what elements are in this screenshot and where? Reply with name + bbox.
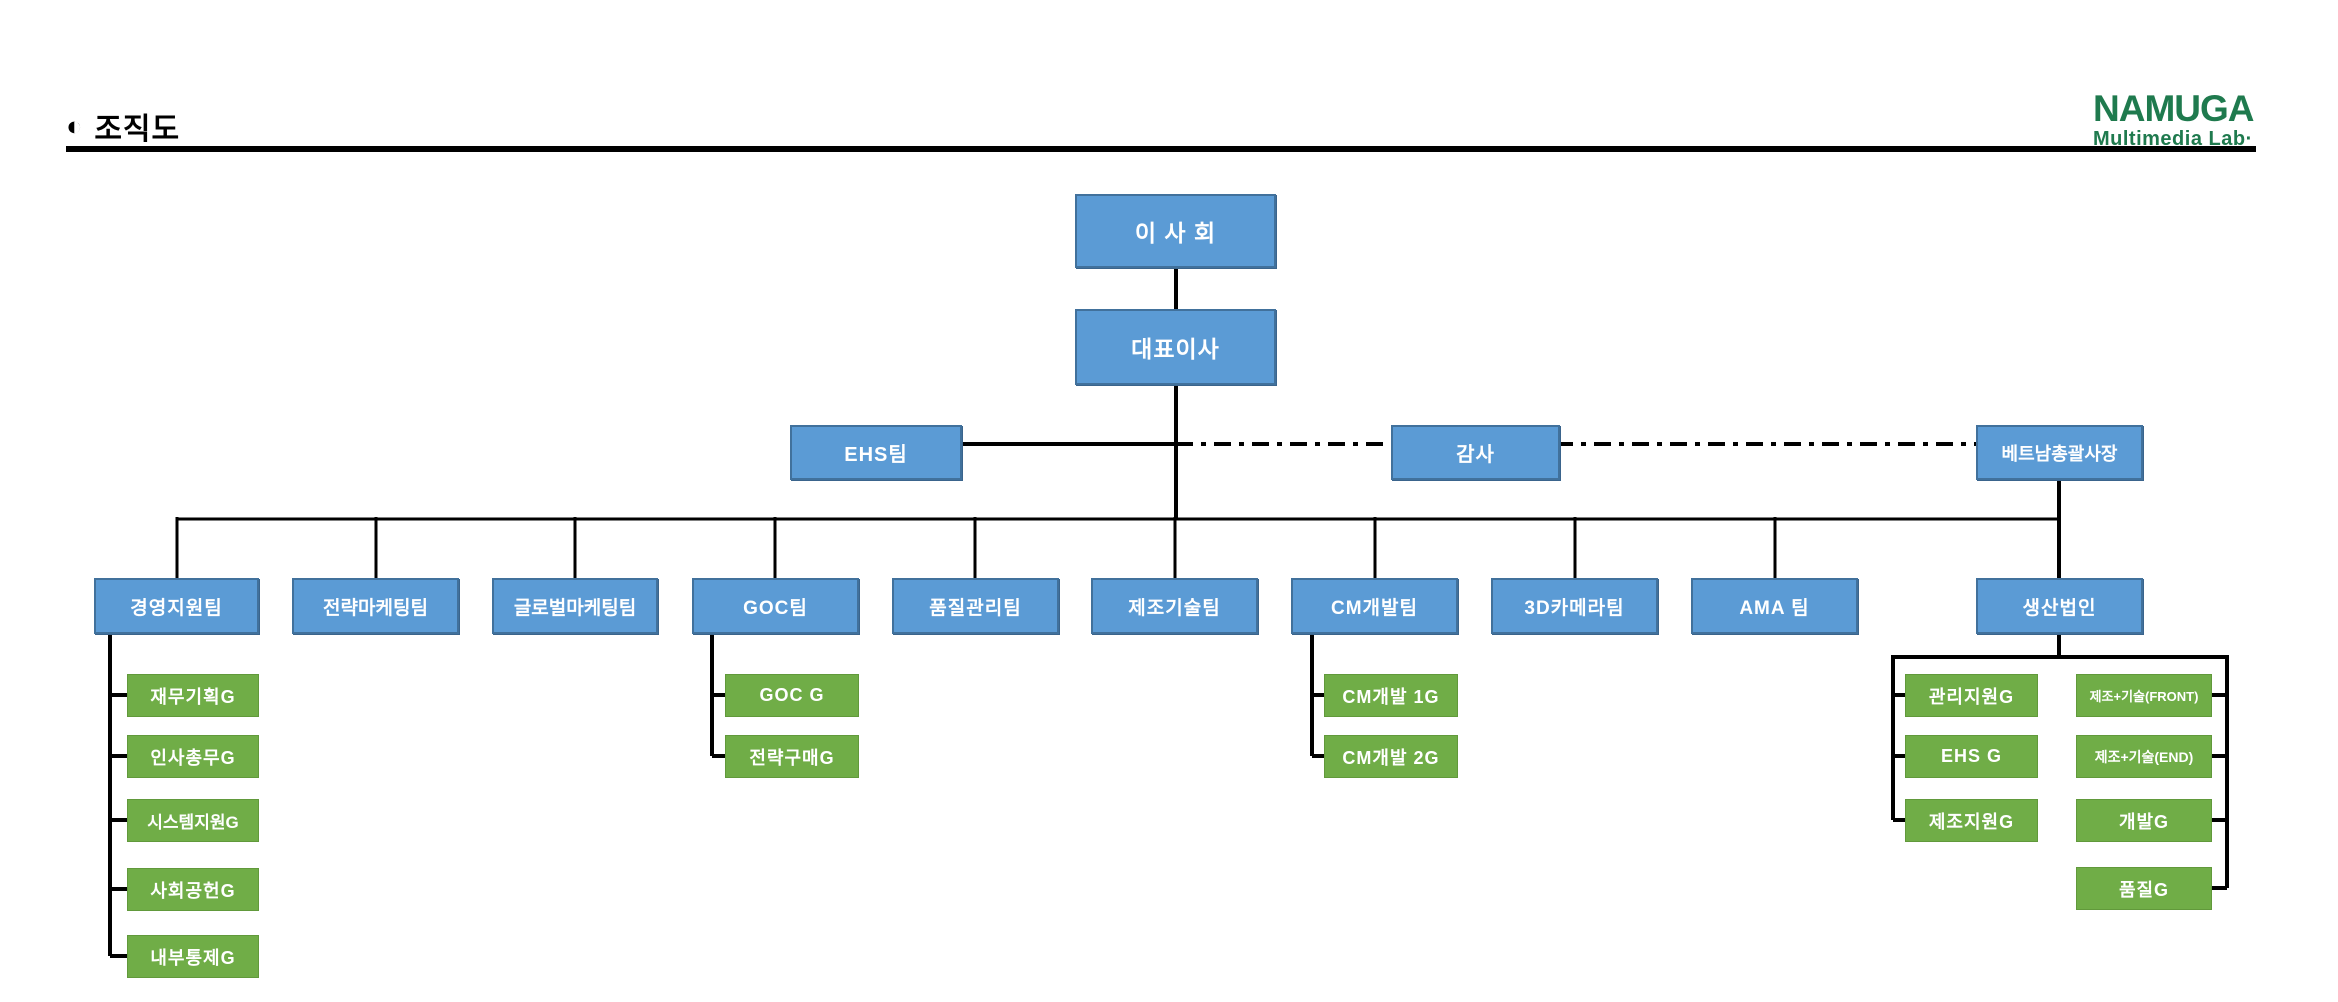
group-development: 개발G [2076,799,2212,842]
half-circle-bullet-icon: ◐ [66,110,83,141]
group-quality: 품질G [2076,867,2212,910]
dept-manufacturing-tech: 제조기술팀 [1091,578,1258,634]
group-cm-dev-1: CM개발 1G [1324,674,1458,717]
group-finance-planning: 재무기획G [127,674,259,717]
company-logo: NAMUGA Multimedia Lab· [2093,88,2254,150]
node-board: 이 사 회 [1075,194,1276,268]
dept-global-marketing: 글로벌마케팅팀 [492,578,658,634]
dept-quality-control: 품질관리팀 [892,578,1059,634]
group-hr-general-affairs: 인사총무G [127,735,259,778]
node-audit: 감사 [1391,425,1560,480]
group-mfg-tech-end: 제조+기술(END) [2076,735,2212,778]
logo-wordmark: NAMUGA [2093,88,2254,129]
dept-3d-camera: 3D카메라팀 [1491,578,1658,634]
dept-strategic-marketing: 전략마케팅팀 [292,578,459,634]
node-vietnam-president: 베트남총괄사장 [1976,425,2143,480]
group-management-support: 관리지원G [1905,674,2038,717]
group-mfg-tech-front: 제조+기술(FRONT) [2076,674,2212,717]
group-internal-control: 내부통제G [127,935,259,978]
dept-production-corp: 생산법인 [1976,578,2143,634]
group-social-contribution: 사회공헌G [127,868,259,911]
dept-ama: AMA 팀 [1691,578,1858,634]
page-title: 조직도 [94,113,181,146]
dept-management-support: 경영지원팀 [94,578,259,634]
group-ehs: EHS G [1905,735,2038,778]
group-manufacturing-support: 제조지원G [1905,799,2038,842]
dept-cm-development: CM개발팀 [1291,578,1458,634]
group-system-support: 시스템지원G [127,799,259,842]
dept-goc: GOC팀 [692,578,859,634]
group-cm-dev-2: CM개발 2G [1324,735,1458,778]
page-header: ◐ 조직도 [66,104,180,148]
node-ehs-team: EHS팀 [790,425,962,480]
node-ceo: 대표이사 [1075,309,1276,385]
header-divider [66,146,2256,152]
logo-subtitle: Multimedia Lab· [2093,128,2253,150]
group-goc: GOC G [725,674,859,717]
group-strategic-purchasing: 전략구매G [725,735,859,778]
